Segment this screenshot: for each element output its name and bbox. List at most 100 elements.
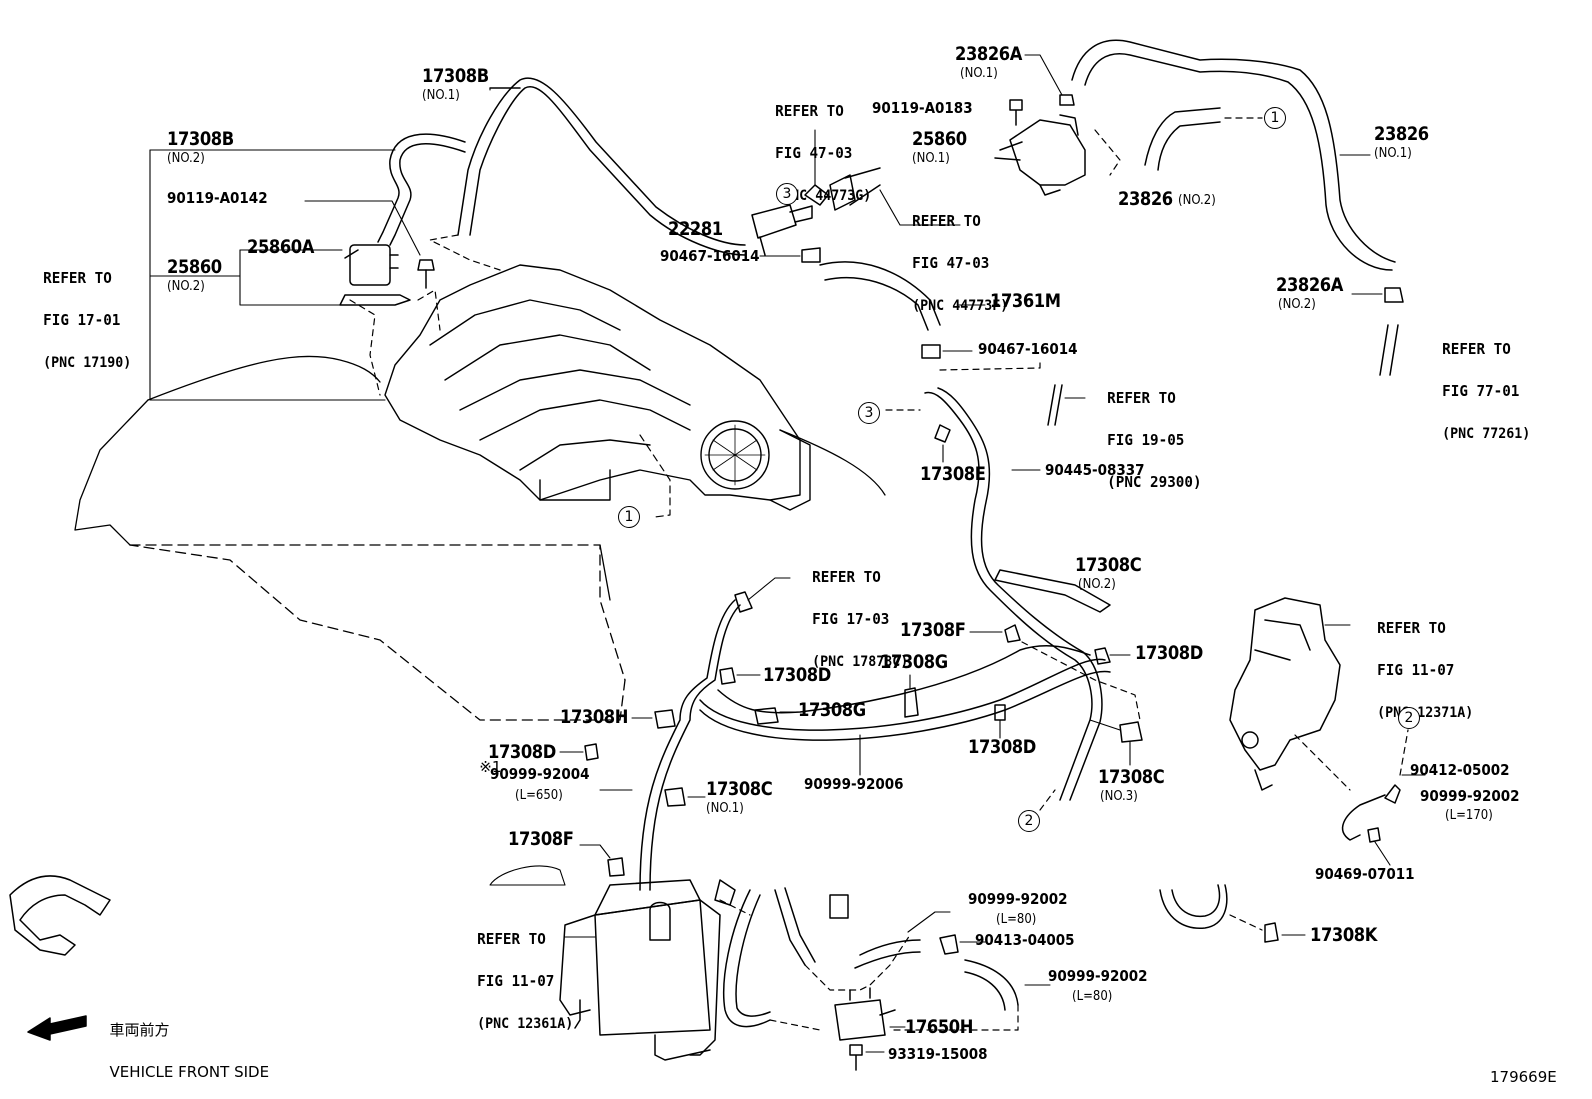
ref-line-1: REFER TO: [1107, 389, 1176, 407]
ref-line-1: REFER TO: [912, 212, 981, 230]
ref-line-3: (PNC 12361A): [477, 1016, 574, 1032]
hose-23826-no2: [1144, 107, 1221, 171]
asterisk-mark: ※1: [479, 758, 502, 776]
num-90467-16014-b: 90467-16014: [978, 340, 1078, 358]
vsv-25860-no1: [994, 114, 1086, 196]
part-23826a-no2-sub: (NO.2): [1278, 297, 1316, 312]
num-90999-92004: 90999-92004: [490, 765, 590, 783]
charcoal-canister: [559, 879, 721, 1061]
engine-outline: [74, 355, 886, 721]
num-90413-04005: 90413-04005: [975, 931, 1075, 949]
circle-marker-3-top: 3: [776, 183, 798, 205]
part-17308c-no3-sub: (NO.3): [1100, 789, 1138, 804]
part-17308b-no1-sub: (NO.1): [422, 88, 460, 103]
num-90999-92004-sub: (L=650): [515, 788, 563, 803]
refer-to-fig-17-01: REFER TO FIG 17-01 (PNC 17190): [26, 247, 131, 374]
part-17308d-right: 17308D: [1135, 642, 1203, 664]
ref-line-3: (PNC 77261): [1442, 426, 1531, 442]
ref-line-1: REFER TO: [775, 102, 844, 120]
part-17308g-upper: 17308G: [880, 651, 948, 673]
part-23826a-no1-sub: (NO.1): [960, 66, 998, 81]
vehicle-front-label: 車両前方 VEHICLE FRONT SIDE: [100, 999, 270, 1083]
part-17308b-no2: 17308B: [167, 128, 234, 150]
part-25860-no1: 25860: [912, 128, 967, 150]
part-17308k: 17308K: [1310, 924, 1377, 946]
part-17308c-no2: 17308C: [1075, 554, 1142, 576]
part-17308c-no1-sub: (NO.1): [706, 801, 744, 816]
circle-marker-1-manifold: 1: [618, 506, 640, 528]
num-90999-92002-l80-a-sub: (L=80): [996, 912, 1037, 927]
ref-line-3: (PNC 29300): [1107, 473, 1202, 491]
part-23826-no2-sub: (NO.2): [1178, 193, 1216, 208]
ref-line-2: FIG 47-03: [912, 254, 990, 272]
part-23826-no2: 23826: [1118, 188, 1173, 210]
refer-to-fig-47-03-g: REFER TO FIG 47-03 (PNC 44773G): [758, 80, 871, 207]
vehicle-front-jp: 車両前方: [109, 1021, 170, 1039]
ref-line-2: FIG 11-07: [1377, 661, 1455, 679]
circle-marker-1-top: 1: [1264, 107, 1286, 129]
bolt-90119-a0142: [417, 259, 435, 289]
refer-to-fig-47-03-f: REFER TO FIG 47-03 (PNC 44773F): [895, 190, 1008, 317]
refer-to-fig-17-03: REFER TO FIG 17-03 (PNC 17878C): [795, 546, 908, 673]
part-17308h: 17308H: [560, 706, 628, 728]
hose-17361m: [819, 261, 941, 331]
refer-to-fig-77-01: REFER TO FIG 77-01 (PNC 77261): [1425, 318, 1530, 445]
ref-line-1: REFER TO: [1442, 340, 1511, 358]
part-17361m: 17361M: [990, 290, 1061, 312]
num-90119-a0183: 90119-A0183: [872, 99, 973, 117]
part-17308g-lower: 17308G: [798, 699, 866, 721]
ref-line-3: (PNC 12371A): [1377, 705, 1474, 721]
ref-line-2: FIG 11-07: [477, 972, 555, 990]
part-17308c-no3: 17308C: [1098, 766, 1165, 788]
vehicle-front-en: VEHICLE FRONT SIDE: [109, 1063, 270, 1081]
vsv-17650h: [834, 987, 896, 1041]
num-93319-15008: 93319-15008: [888, 1045, 988, 1063]
num-90999-92002-l80-b: 90999-92002: [1048, 967, 1148, 985]
part-25860-no1-sub: (NO.1): [912, 151, 950, 166]
hose-group-bottom: [722, 887, 1019, 1028]
hose-17308b-no2: [377, 133, 466, 246]
num-90999-92002-l80-b-sub: (L=80): [1072, 989, 1113, 1004]
part-25860-no2-sub: (NO.2): [167, 279, 205, 294]
ref-line-1: REFER TO: [43, 269, 112, 287]
part-17308f-upper: 17308F: [900, 619, 966, 641]
vsv-25860-no2: [339, 244, 411, 306]
part-17308d-asterisk: 17308D: [488, 741, 556, 763]
part-25860a: 25860A: [247, 236, 314, 258]
part-17308d-center: 17308D: [968, 736, 1036, 758]
mount-bracket-right: [1229, 597, 1341, 791]
ref-line-1: REFER TO: [812, 568, 881, 586]
ref-line-2: FIG 17-03: [812, 610, 890, 628]
circle-marker-2-right: 2: [1398, 707, 1420, 729]
part-23826-no1: 23826: [1374, 123, 1429, 145]
refer-to-fig-11-07-a: REFER TO FIG 11-07 (PNC 12371A): [1360, 597, 1473, 724]
part-17308c-no2-sub: (NO.2): [1078, 577, 1116, 592]
num-90999-92006: 90999-92006: [804, 775, 904, 793]
ref-line-1: REFER TO: [1377, 619, 1446, 637]
num-90467-16014-a: 90467-16014: [660, 247, 760, 265]
ref-line-3: (PNC 17190): [43, 355, 132, 371]
num-90999-92002-l80-a: 90999-92002: [968, 890, 1068, 908]
part-17308c-no1: 17308C: [706, 778, 773, 800]
num-90999-92002-l170: 90999-92002: [1420, 787, 1520, 805]
asterisk-note: ※1: [460, 743, 501, 775]
num-90469-07011: 90469-07011: [1315, 865, 1415, 883]
num-90412-05002: 90412-05002: [1410, 761, 1510, 779]
ref-line-2: FIG 47-03: [775, 144, 853, 162]
part-17308f-lower: 17308F: [508, 828, 574, 850]
ref-line-2: FIG 17-01: [43, 311, 121, 329]
part-22281: 22281: [668, 218, 723, 240]
part-17308b-no1: 17308B: [422, 65, 489, 87]
refer-to-fig-11-07-b: REFER TO FIG 11-07 (PNC 12361A): [460, 908, 573, 1035]
part-25860-no2: 25860: [167, 256, 222, 278]
refer-to-fig-19-05: REFER TO FIG 19-05 (PNC 29300): [1090, 367, 1202, 493]
tube-90445-08337: [924, 387, 1103, 801]
num-90999-92002-l170-sub: (L=170): [1445, 808, 1493, 823]
part-23826-no1-sub: (NO.1): [1374, 146, 1412, 161]
hose-17308b-no1: [457, 77, 746, 256]
part-23826a-no2: 23826A: [1276, 274, 1343, 296]
ref-line-1: REFER TO: [477, 930, 546, 948]
part-17308e: 17308E: [920, 463, 986, 485]
vehicle-front-arrow: [27, 1015, 87, 1041]
